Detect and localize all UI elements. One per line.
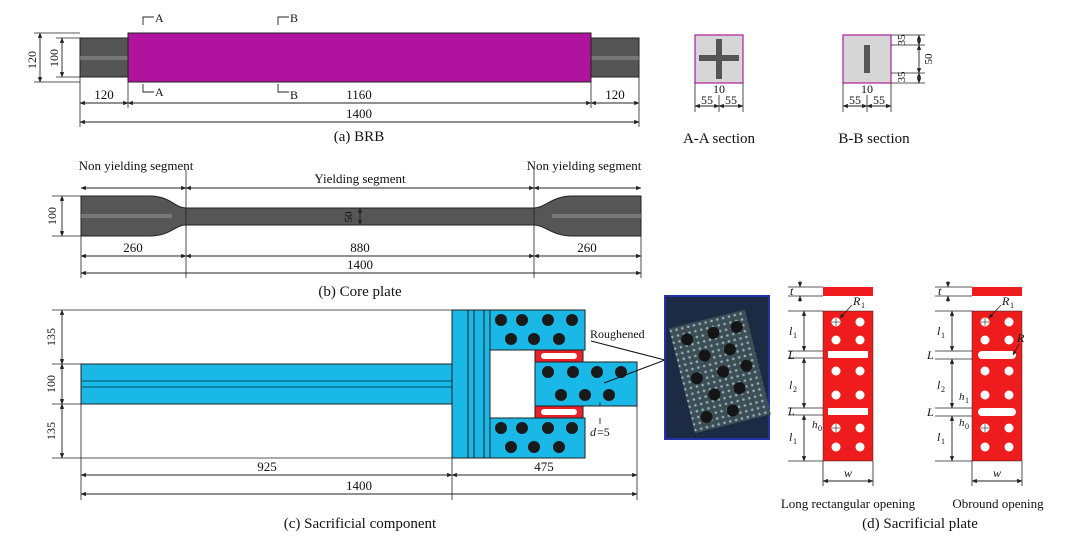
section-a-bottom-label: A — [155, 85, 164, 99]
sc-dim-bottom: 135 — [44, 422, 58, 440]
plate2-sub-h0: 0 — [965, 422, 969, 431]
plate1-sub-0: 0 — [818, 424, 822, 433]
section-bb-dim-mid: 50 — [923, 53, 935, 65]
section-bb-dim-bottom: 35 — [896, 71, 908, 83]
plate1-sym-L: L — [787, 348, 795, 362]
core-label-left-segment: Non yielding segment — [79, 158, 194, 173]
brb-dim-height-outer: 120 — [25, 51, 39, 69]
core-label-middle-segment: Yielding segment — [314, 171, 406, 186]
plate2-sym-l: l — [937, 324, 941, 338]
sc-caption: (c) Sacrificial component — [284, 516, 437, 532]
plate2-sym-L: L — [926, 348, 934, 362]
plate1-sub-2: 2 — [793, 385, 797, 394]
plate1-sym-l2: l — [789, 378, 793, 392]
core-dim-narrow: 50 — [343, 211, 355, 223]
sc-dim-total: 1400 — [346, 478, 372, 493]
brb-dim-height-inner: 100 — [47, 49, 61, 67]
section-aa-dim-left: 55 — [701, 93, 713, 107]
roughened-plate-photo — [664, 295, 771, 440]
core-plate-drawing: Non yielding segment Yielding segment No… — [45, 158, 642, 300]
plate1-sym-l3: l — [789, 430, 793, 444]
plate1-sym-L2: L — [787, 404, 795, 418]
sc-long-bar — [80, 363, 454, 405]
sc-dim-top: 135 — [44, 328, 58, 346]
section-bb: 35 50 35 10 55 55 B-B section — [838, 34, 935, 147]
plate1-sym-h: h — [812, 419, 818, 431]
core-dim-middle: 880 — [350, 240, 370, 255]
section-bb-dim-thickness: 10 — [861, 82, 873, 96]
section-aa: 10 55 55 A-A section — [683, 34, 756, 147]
plate1-sym-l: l — [789, 324, 793, 338]
sc-label-d: d — [590, 425, 597, 439]
plate2-sym-w: w — [993, 466, 1001, 480]
core-dim-left: 260 — [123, 240, 143, 255]
plate2-sym-l2: l — [937, 378, 941, 392]
section-b-top-label: B — [290, 11, 298, 25]
plate2-sym-t: t — [938, 284, 942, 298]
plate1-sym-R-sub: 1 — [861, 301, 865, 310]
sacrificial-component-drawing: Roughened d =5 135 100 135 925 475 1400 … — [44, 309, 666, 532]
sc-dim-right: 475 — [534, 459, 554, 474]
brb-caption: (a) BRB — [334, 129, 384, 145]
section-b-bottom-label: B — [290, 88, 298, 102]
core-label-right-segment: Non yielding segment — [527, 158, 642, 173]
core-dim-total: 1400 — [347, 257, 373, 272]
sc-dim-mid: 100 — [44, 375, 58, 393]
section-a-top-label: A — [155, 11, 164, 25]
section-bb-caption: B-B section — [838, 131, 910, 147]
sacrificial-plate-caption: (d) Sacrificial plate — [862, 516, 978, 532]
plate2-sym-R1: R — [1001, 294, 1010, 308]
core-dim-right: 260 — [577, 240, 597, 255]
plate1-sym-w: w — [844, 466, 852, 480]
plate1-sub-1: 1 — [793, 331, 797, 340]
core-dim-height: 100 — [45, 207, 59, 225]
brb-dim-middle: 1160 — [346, 87, 372, 102]
section-aa-caption: A-A section — [683, 131, 756, 147]
plate1-sub-1b: 1 — [793, 437, 797, 446]
section-bb-dim-left: 55 — [849, 93, 861, 107]
brb-dim-right: 120 — [605, 87, 625, 102]
sc-label-d-value: =5 — [597, 425, 610, 439]
plate2-sym-R1-sub: 1 — [1010, 301, 1014, 310]
brb-drawing: A A B B 120 100 120 1160 120 1400 (a) BR… — [25, 11, 640, 145]
plate1-sym-t: t — [790, 284, 794, 298]
sacrificial-plate-obround: t l 1 l 2 l 1 L L R 1 R h 1 h 0 w Obroun… — [926, 281, 1044, 511]
sc-bolt-holes — [495, 314, 627, 453]
sacrificial-plate-long-rect: t l 1 l 2 l 1 L L R 1 h 0 w Long rectang… — [781, 281, 916, 511]
plate2-sym-l3: l — [937, 430, 941, 444]
plate2-sub-2: 2 — [941, 385, 945, 394]
plate1-caption: Long rectangular opening — [781, 496, 916, 511]
brb-dim-total: 1400 — [346, 106, 372, 121]
plate2-sym-h0: h — [959, 417, 965, 429]
plate2-sym-L2: L — [926, 405, 934, 419]
plate2-caption: Obround opening — [952, 496, 1044, 511]
section-bb-dim-top: 35 — [896, 34, 908, 46]
sc-label-roughened: Roughened — [590, 327, 645, 341]
section-aa-dim-right: 55 — [725, 93, 737, 107]
core-caption: (b) Core plate — [318, 284, 402, 300]
plate2-sym-h1: h — [959, 391, 965, 403]
plate1-sym-R: R — [852, 294, 861, 308]
brb-tube — [127, 32, 592, 83]
section-aa-dim-thickness: 10 — [713, 82, 725, 96]
brb-dim-left: 120 — [94, 87, 114, 102]
section-bb-dim-right: 55 — [873, 93, 885, 107]
sc-dim-left: 925 — [257, 459, 277, 474]
plate2-sym-R: R — [1016, 331, 1025, 345]
core-plate-shape — [80, 195, 642, 237]
plate2-sub-1: 1 — [941, 331, 945, 340]
plate2-sub-1b: 1 — [941, 437, 945, 446]
plate2-sub-h1: 1 — [965, 396, 969, 405]
